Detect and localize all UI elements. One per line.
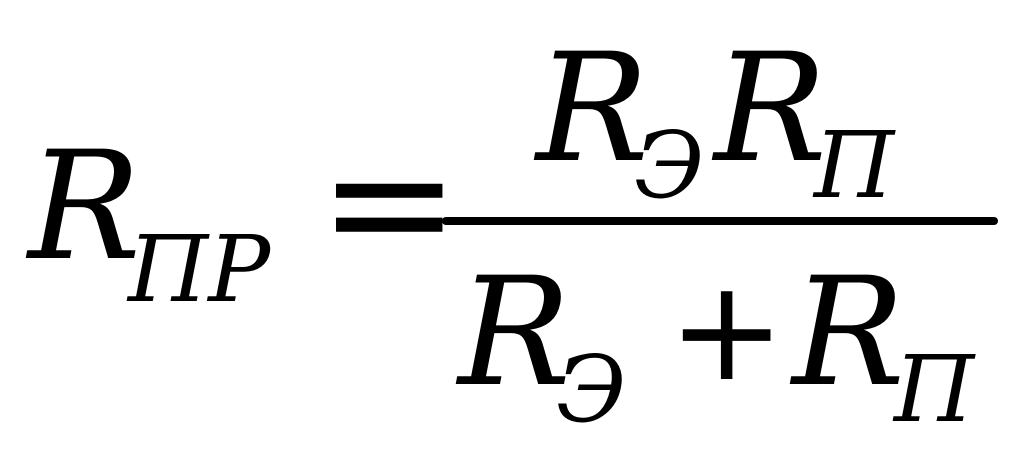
numerator-term2-subscript: П	[814, 112, 895, 219]
numerator-term2-symbol: R	[714, 22, 827, 196]
numerator-term1-subscript: Э	[634, 112, 705, 219]
numerator-term1-symbol: R	[536, 22, 649, 196]
plus-sign: +	[668, 250, 786, 413]
denominator-term2-subscript: П	[894, 336, 975, 443]
fraction-bar	[442, 217, 998, 225]
denominator-term1-subscript: Э	[556, 336, 627, 443]
equals-sign: =	[318, 104, 461, 302]
denominator-term1-symbol: R	[458, 246, 571, 420]
denominator-term2-symbol: R	[792, 246, 905, 420]
lhs-subscript: ПР	[128, 216, 271, 323]
lhs-symbol: R	[28, 120, 141, 294]
